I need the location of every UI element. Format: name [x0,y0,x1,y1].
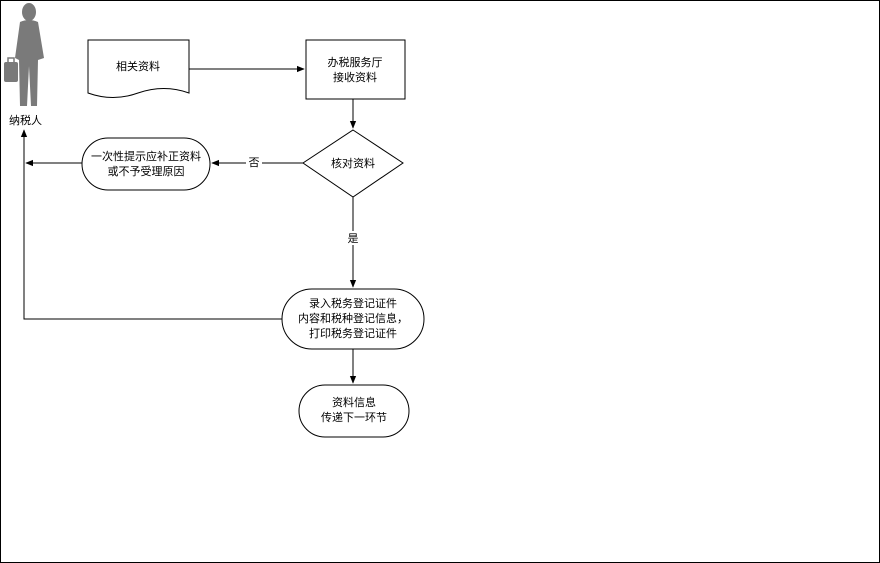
reject-line2: 或不予受理原因 [108,165,185,178]
related-docs-node [87,39,190,98]
hall-receive-node [305,39,406,100]
edge-register-to-taxpayer [20,129,282,320]
hall-receive-line2: 接收资料 [333,70,377,84]
transfer-line2: 传递下一环节 [321,410,387,424]
register-line2: 内容和税种登记信息， [298,311,408,325]
reject-notice-node [81,137,211,191]
related-docs-label: 相关资料 [116,59,160,73]
verify-label: 核对资料 [331,156,375,170]
edge-yes-label: 是 [348,232,359,245]
transfer-node [298,384,410,438]
reject-line1: 一次性提示应补正资料 [91,149,201,163]
register-line3: 打印税务登记证件 [309,326,397,340]
hall-receive-line1: 办税服务厅 [328,55,383,69]
transfer-line1: 资料信息 [332,395,376,409]
taxpayer-figure-icon [4,3,44,106]
edge-no-label: 否 [249,156,260,169]
taxpayer-label: 纳税人 [9,113,42,127]
register-line1: 录入税务登记证件 [309,296,397,310]
